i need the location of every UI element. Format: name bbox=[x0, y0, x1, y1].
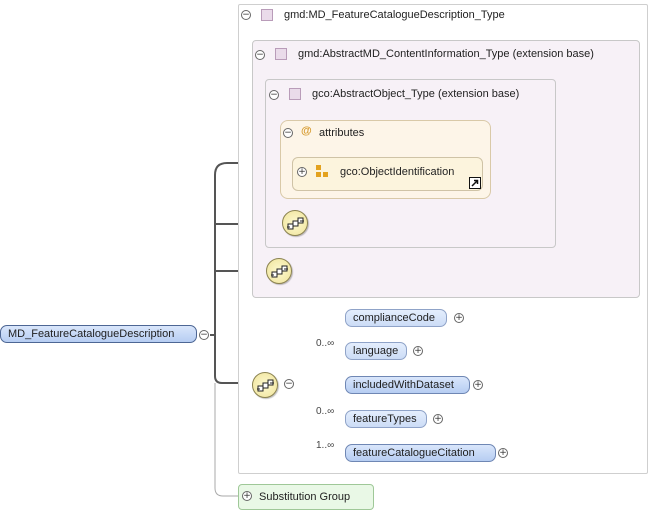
substitution-group-box[interactable] bbox=[238, 484, 374, 510]
substitution-group-label[interactable]: Substitution Group bbox=[259, 491, 351, 503]
cardinality-feature-catalogue-citation: 1..∞ bbox=[316, 440, 335, 451]
element-feature-catalogue-citation[interactable]: featureCatalogueCitation bbox=[345, 444, 496, 462]
type-icon bbox=[261, 9, 273, 21]
attribute-group-icon bbox=[316, 165, 328, 177]
expand-toggle-language[interactable]: + bbox=[413, 346, 423, 356]
collapse-toggle-outer-type[interactable]: − bbox=[241, 10, 251, 20]
expand-toggle-feature-types[interactable]: + bbox=[433, 414, 443, 424]
collapse-toggle-base-type[interactable]: − bbox=[255, 50, 265, 60]
expand-toggle-included-with-dataset[interactable]: + bbox=[473, 380, 483, 390]
element-compliance-code[interactable]: complianceCode bbox=[345, 309, 447, 327]
collapse-toggle-attributes[interactable]: − bbox=[283, 128, 293, 138]
attribute-group-box[interactable] bbox=[292, 157, 483, 191]
attributes-label: attributes bbox=[319, 127, 365, 139]
element-feature-types[interactable]: featureTypes bbox=[345, 410, 427, 428]
element-included-with-dataset[interactable]: includedWithDataset bbox=[345, 376, 470, 394]
type-label-object: gco:AbstractObject_Type (extension base) bbox=[312, 88, 520, 100]
sequence-compositor-icon[interactable] bbox=[266, 258, 292, 284]
cardinality-feature-types: 0..∞ bbox=[316, 406, 335, 417]
collapse-toggle-object-type[interactable]: − bbox=[269, 90, 279, 100]
collapse-toggle-root[interactable]: − bbox=[199, 330, 209, 340]
type-icon bbox=[275, 48, 287, 60]
type-icon bbox=[289, 88, 301, 100]
collapse-toggle-sequence[interactable]: − bbox=[284, 379, 294, 389]
root-element-box[interactable]: MD_FeatureCatalogueDescription bbox=[0, 325, 197, 343]
jump-link-icon[interactable] bbox=[469, 177, 481, 189]
expand-toggle-compliance-code[interactable]: + bbox=[454, 313, 464, 323]
expand-toggle-attribute-group[interactable]: + bbox=[297, 167, 307, 177]
expand-toggle-feature-catalogue-citation[interactable]: + bbox=[498, 448, 508, 458]
attribute-at-icon: @ bbox=[301, 125, 312, 137]
attribute-group-name[interactable]: gco:ObjectIdentification bbox=[340, 166, 455, 178]
type-label-base: gmd:AbstractMD_ContentInformation_Type (… bbox=[298, 48, 594, 60]
expand-toggle-substitution-group[interactable]: + bbox=[242, 491, 252, 501]
type-label-outer: gmd:MD_FeatureCatalogueDescription_Type bbox=[284, 9, 505, 21]
sequence-compositor-icon[interactable] bbox=[252, 372, 278, 398]
element-language[interactable]: language bbox=[345, 342, 407, 360]
sequence-compositor-icon[interactable] bbox=[282, 210, 308, 236]
cardinality-language: 0..∞ bbox=[316, 338, 335, 349]
